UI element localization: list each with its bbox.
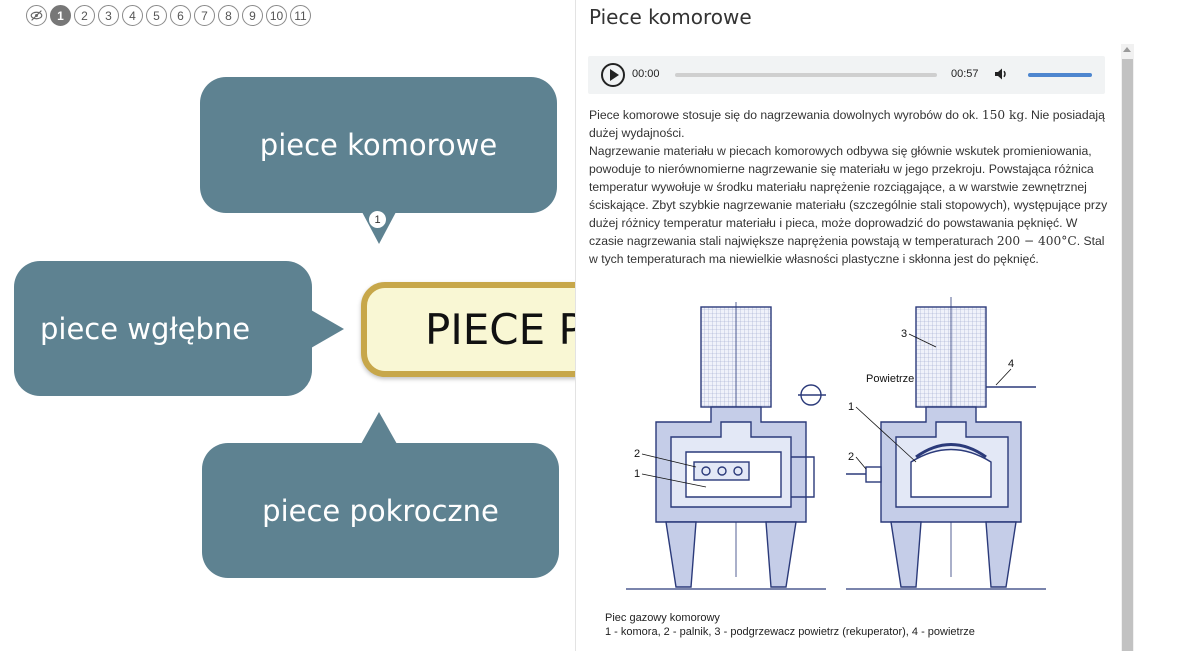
diagram-label: 2	[848, 451, 854, 463]
article-text: Piece komorowe stosuje się do nagrzewani…	[589, 106, 1109, 268]
diagram-label: Powietrze	[866, 373, 914, 385]
step-button-10[interactable]: 10	[266, 5, 287, 26]
step-navigation: 1 2 3 4 5 6 7 8 9 10 11	[26, 5, 311, 26]
step-button-7[interactable]: 7	[194, 5, 215, 26]
step-button-4[interactable]: 4	[122, 5, 143, 26]
hide-visibility-icon[interactable]	[26, 5, 47, 26]
paragraph-text: Piece komorowe stosuje się do nagrzewani…	[589, 108, 979, 122]
math-value: 200 − 400°C	[996, 234, 1077, 248]
diagram-label: 4	[1008, 358, 1014, 370]
step-button-11[interactable]: 11	[290, 5, 311, 26]
paragraph-text: Nagrzewanie materiału w piecach komorowy…	[589, 144, 1108, 248]
scrollbar[interactable]	[1121, 44, 1134, 651]
node-piece-wglebne[interactable]: piece wgłębne	[14, 261, 312, 396]
node-pointer	[361, 412, 397, 444]
paragraph: Nagrzewanie materiału w piecach komorowy…	[589, 142, 1109, 268]
step-button-6[interactable]: 6	[170, 5, 191, 26]
step-button-8[interactable]: 8	[218, 5, 239, 26]
mindmap-canvas: 1 2 3 4 5 6 7 8 9 10 11 piece komorowe 1…	[0, 0, 575, 651]
play-icon[interactable]	[601, 63, 625, 87]
math-value: 150 kg	[981, 108, 1025, 122]
diagram-label: 1	[848, 401, 854, 413]
caption-legend: 1 - komora, 2 - palnik, 3 - podgrzewacz …	[605, 626, 975, 638]
step-button-2[interactable]: 2	[74, 5, 95, 26]
volume-slider[interactable]	[1028, 73, 1092, 77]
diagram-label: 3	[901, 328, 907, 340]
central-topic-node[interactable]: PIECE P	[361, 282, 575, 377]
panel-scroll-area: 00:00 00:57 Piece komorowe stosuje się d…	[576, 44, 1121, 651]
node-piece-pokroczne[interactable]: piece pokroczne	[202, 443, 559, 578]
step-button-1[interactable]: 1	[50, 5, 71, 26]
audio-current-time: 00:00	[632, 68, 660, 80]
step-button-5[interactable]: 5	[146, 5, 167, 26]
scrollbar-thumb[interactable]	[1122, 59, 1133, 651]
panel-title: Piece komorowe	[589, 5, 752, 29]
furnace-left	[626, 302, 826, 590]
node-pointer	[311, 310, 344, 348]
scroll-up-icon[interactable]	[1123, 47, 1131, 52]
diagram-label: 2	[634, 448, 640, 460]
paragraph-text: . Nie posiadają dużej wydajności.	[589, 108, 1105, 140]
step-button-9[interactable]: 9	[242, 5, 263, 26]
content-panel: Piece komorowe 00:00 00:57 Piece komorow…	[575, 0, 1181, 651]
paragraph-text: . Stal w tych temperaturach ma niewielki…	[589, 234, 1105, 266]
node-piece-komorowe[interactable]: piece komorowe	[200, 77, 557, 213]
figure-caption: Piec gazowy komorowy 1 - komora, 2 - pal…	[605, 611, 975, 639]
audio-player: 00:00 00:57	[588, 56, 1105, 94]
furnace-diagram: 2 1 3 4 Powietrze 1 2	[626, 297, 1046, 590]
node-number-badge: 1	[368, 210, 387, 229]
paragraph: Piece komorowe stosuje się do nagrzewani…	[589, 106, 1109, 142]
step-button-3[interactable]: 3	[98, 5, 119, 26]
furnace-right	[846, 297, 1046, 590]
diagram-label: 1	[634, 468, 640, 480]
audio-duration: 00:57	[951, 68, 979, 80]
volume-icon[interactable]	[993, 66, 1009, 82]
audio-progress-bar[interactable]	[675, 73, 937, 77]
caption-title: Piec gazowy komorowy	[605, 612, 720, 624]
